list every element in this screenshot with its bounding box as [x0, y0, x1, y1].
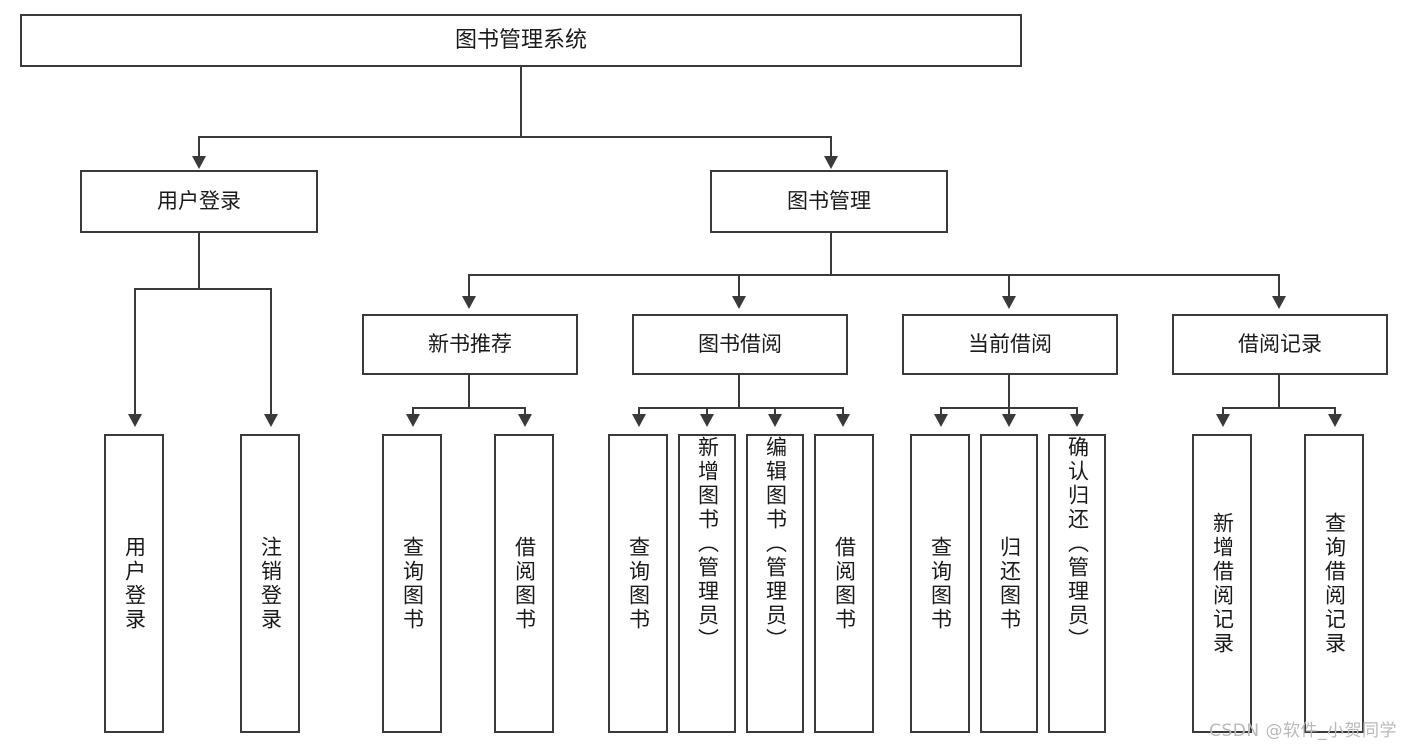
- arrow-l3-0-to-leaf-0: [406, 414, 420, 427]
- edge-l3-0-stem: [468, 375, 470, 408]
- arrow-l3-3-to-leaf-0: [1216, 414, 1230, 427]
- edge-user-login-bus: [134, 288, 270, 290]
- edge-book-manage-bus: [468, 274, 1280, 276]
- node-root-library-management-system[interactable]: 图书管理系统: [20, 14, 1022, 67]
- edge-l3-0-bus: [412, 407, 526, 409]
- leaf-query-borrow-record[interactable]: 查询借阅记录: [1304, 434, 1364, 733]
- leaf-confirm-return-admin[interactable]: 确认归还（管理员）: [1048, 434, 1106, 733]
- node-label: 查询借阅记录: [1322, 511, 1347, 656]
- arrow-user-login-to-leaf-1: [264, 414, 278, 427]
- leaf-edit-book-admin[interactable]: 编辑图书（管理员）: [746, 434, 804, 733]
- arrow-l3-2-to-leaf-0: [934, 414, 948, 427]
- node-label: 查询图书: [626, 535, 651, 632]
- leaf-query-books-borrow[interactable]: 查询图书: [608, 434, 668, 733]
- node-book-borrowing[interactable]: 图书借阅: [632, 314, 848, 375]
- arrow-root-to-user-login: [192, 156, 206, 169]
- node-label: 编辑图书（管理员）: [763, 436, 788, 652]
- arrow-l3-0-to-leaf-1: [518, 414, 532, 427]
- arrow-book-manage-to-l3-1: [732, 296, 746, 309]
- edge-root-bus: [198, 136, 832, 138]
- arrow-l3-1-to-leaf-2: [768, 414, 782, 427]
- edge-root-to-user-login: [198, 136, 200, 162]
- edge-user-login-stem: [198, 233, 200, 289]
- node-label: 确认归还（管理员）: [1065, 436, 1090, 652]
- edge-l3-1-stem: [738, 375, 740, 408]
- node-label: 图书管理系统: [454, 27, 587, 53]
- node-borrowing-record[interactable]: 借阅记录: [1172, 314, 1388, 375]
- arrow-l3-3-to-leaf-1: [1328, 414, 1342, 427]
- edge-root-to-book-manage: [830, 136, 832, 162]
- edge-book-manage-stem: [830, 233, 832, 275]
- arrow-l3-1-to-leaf-0: [632, 414, 646, 427]
- leaf-return-books[interactable]: 归还图书: [980, 434, 1038, 733]
- node-label: 图书借阅: [698, 332, 782, 357]
- node-label: 借阅图书: [832, 535, 857, 632]
- arrow-user-login-to-leaf-0: [128, 414, 142, 427]
- edge-book-manage-to-l3-0: [468, 274, 470, 300]
- edge-l3-1-bus: [638, 407, 842, 409]
- arrow-l3-2-to-leaf-1: [1002, 414, 1016, 427]
- node-label: 查询图书: [400, 535, 425, 632]
- arrow-l3-2-to-leaf-2: [1070, 414, 1084, 427]
- arrow-book-manage-to-l3-0: [462, 296, 476, 309]
- node-label: 用户登录: [122, 535, 147, 632]
- node-new-book-recommendation[interactable]: 新书推荐: [362, 314, 578, 375]
- node-label: 注销登录: [258, 535, 283, 632]
- leaf-logout[interactable]: 注销登录: [240, 434, 300, 733]
- node-label: 新增图书（管理员）: [695, 436, 720, 652]
- node-user-login[interactable]: 用户登录: [80, 170, 318, 233]
- leaf-borrow-books[interactable]: 借阅图书: [814, 434, 874, 733]
- node-book-management[interactable]: 图书管理: [710, 170, 948, 233]
- edge-user-login-to-leaf-1: [270, 288, 272, 420]
- node-label: 图书管理: [787, 189, 871, 214]
- leaf-add-book-admin[interactable]: 新增图书（管理员）: [678, 434, 736, 733]
- edge-book-manage-to-l3-3: [1278, 274, 1280, 300]
- node-label: 借阅记录: [1238, 332, 1322, 357]
- leaf-user-login[interactable]: 用户登录: [104, 434, 164, 733]
- node-label: 归还图书: [997, 535, 1022, 632]
- node-label: 查询图书: [928, 535, 953, 632]
- edge-l3-3-bus: [1222, 407, 1336, 409]
- node-label: 新增借阅记录: [1210, 511, 1235, 656]
- csdn-watermark: CSDN @软件_小贺同学: [1209, 721, 1397, 741]
- arrow-book-manage-to-l3-2: [1002, 296, 1016, 309]
- edge-l3-3-stem: [1278, 375, 1280, 408]
- leaf-add-borrow-record[interactable]: 新增借阅记录: [1192, 434, 1252, 733]
- arrow-root-to-book-manage: [824, 156, 838, 169]
- edge-book-manage-to-l3-1: [738, 274, 740, 300]
- node-current-borrowing[interactable]: 当前借阅: [902, 314, 1118, 375]
- edge-user-login-to-leaf-0: [134, 288, 136, 420]
- leaf-query-books-current[interactable]: 查询图书: [910, 434, 970, 733]
- edge-book-manage-to-l3-2: [1008, 274, 1010, 300]
- arrow-l3-1-to-leaf-1: [700, 414, 714, 427]
- edge-l3-2-stem: [1008, 375, 1010, 408]
- leaf-query-books-recommend[interactable]: 查询图书: [382, 434, 442, 733]
- node-label: 当前借阅: [968, 332, 1052, 357]
- edge-root-stem: [520, 67, 522, 137]
- node-label: 借阅图书: [512, 535, 537, 632]
- node-label: 用户登录: [157, 189, 241, 214]
- arrow-book-manage-to-l3-3: [1272, 296, 1286, 309]
- node-label: 新书推荐: [428, 332, 512, 357]
- arrow-l3-1-to-leaf-3: [836, 414, 850, 427]
- leaf-borrow-books-recommend[interactable]: 借阅图书: [494, 434, 554, 733]
